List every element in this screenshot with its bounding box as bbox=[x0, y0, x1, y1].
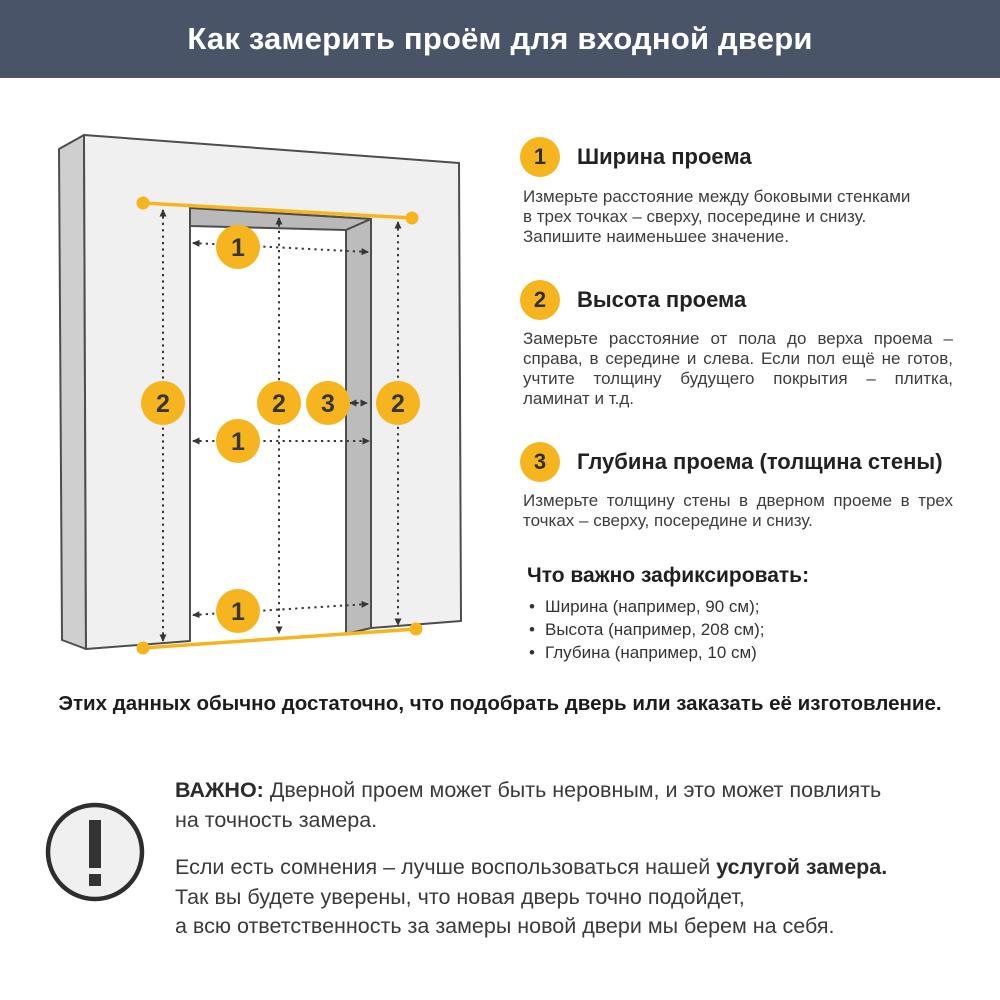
checklist-item-text: Глубина (например, 10 см) bbox=[545, 643, 757, 662]
marker-depth: 3 bbox=[306, 381, 350, 425]
important-line1: Дверной проем может быть неровным, и это… bbox=[269, 778, 882, 802]
important-paragraph-1: ВАЖНО: Дверной проем может быть неровным… bbox=[175, 776, 965, 835]
svg-text:1: 1 bbox=[231, 234, 245, 262]
marker-width-bottom: 1 bbox=[216, 589, 260, 633]
step-3-title: Глубина проема (толщина стены) bbox=[577, 449, 943, 474]
step-1-title: Ширина проема bbox=[577, 144, 752, 169]
step-1-number: 1 bbox=[533, 144, 547, 169]
important-label: ВАЖНО: bbox=[175, 778, 264, 802]
svg-text:2: 2 bbox=[156, 390, 170, 418]
checklist-item-text: Высота (например, 208 см); bbox=[545, 620, 765, 639]
checklist: • Ширина (например, 90 см); • Высота (на… bbox=[529, 595, 764, 664]
svg-text:2: 2 bbox=[272, 390, 286, 418]
summary-line: Этих данных обычно достаточно, что подоб… bbox=[58, 692, 942, 715]
checklist-item: • Ширина (например, 90 см); bbox=[529, 595, 764, 618]
important-line3: Если есть сомнения – лучше воспользовать… bbox=[175, 855, 711, 879]
important-note: ВАЖНО: Дверной проем может быть неровным… bbox=[175, 776, 965, 942]
tape-line-bottom bbox=[136, 622, 423, 655]
marker-height-right: 2 bbox=[376, 381, 420, 425]
step-2-title: Высота проема bbox=[577, 287, 747, 312]
marker-width-top: 1 bbox=[216, 225, 260, 269]
svg-text:2: 2 bbox=[391, 390, 405, 418]
marker-height-middle: 2 bbox=[257, 381, 301, 425]
step-3-number: 3 bbox=[533, 449, 547, 474]
checklist-title: Что важно зафиксировать: bbox=[527, 564, 810, 587]
important-line2: на точность замера. bbox=[175, 807, 378, 832]
svg-text:1: 1 bbox=[231, 598, 245, 626]
important-line4: Так вы будете уверены, что новая дверь т… bbox=[175, 884, 745, 909]
step-2-badge: 2 bbox=[520, 280, 560, 320]
step-3-body: Измерьте толщину стены в дверном проеме … bbox=[523, 491, 953, 530]
step-1-body: Измерьте расстояние между боковыми стенк… bbox=[523, 187, 911, 246]
opening-reveal-face bbox=[345, 218, 372, 635]
checklist-item: • Глубина (например, 10 см) bbox=[529, 641, 764, 664]
svg-text:1: 1 bbox=[231, 428, 245, 456]
step-3-badge: 3 bbox=[520, 442, 560, 482]
step-1-badge: 1 bbox=[520, 137, 560, 177]
step-2-number: 2 bbox=[533, 287, 547, 312]
exclamation-icon bbox=[45, 802, 145, 902]
diagram-markers: 1 1 1 2 2 2 3 bbox=[141, 225, 420, 633]
important-line5: а всю ответственность за замеры новой дв… bbox=[175, 914, 835, 938]
important-line3-bold: услугой замера. bbox=[716, 855, 888, 879]
tape-line-top bbox=[136, 196, 419, 225]
header-bar: Как замерить проём для входной двери bbox=[0, 0, 1000, 78]
step-2-body: Замерьте расстояние от пола до верха про… bbox=[523, 329, 953, 408]
bullet-icon: • bbox=[529, 620, 535, 639]
checklist-item: • Высота (например, 208 см); bbox=[529, 618, 764, 641]
checklist-item-text: Ширина (например, 90 см); bbox=[545, 597, 760, 616]
bullet-icon: • bbox=[529, 597, 535, 616]
marker-height-left: 2 bbox=[141, 381, 185, 425]
svg-text:3: 3 bbox=[321, 390, 335, 418]
page-title: Как замерить проём для входной двери bbox=[187, 21, 813, 56]
bullet-icon: • bbox=[529, 643, 535, 662]
important-paragraph-2: Если есть сомнения – лучше воспользовать… bbox=[175, 853, 965, 942]
wall-side-face bbox=[58, 134, 87, 650]
marker-width-middle: 1 bbox=[216, 419, 260, 463]
